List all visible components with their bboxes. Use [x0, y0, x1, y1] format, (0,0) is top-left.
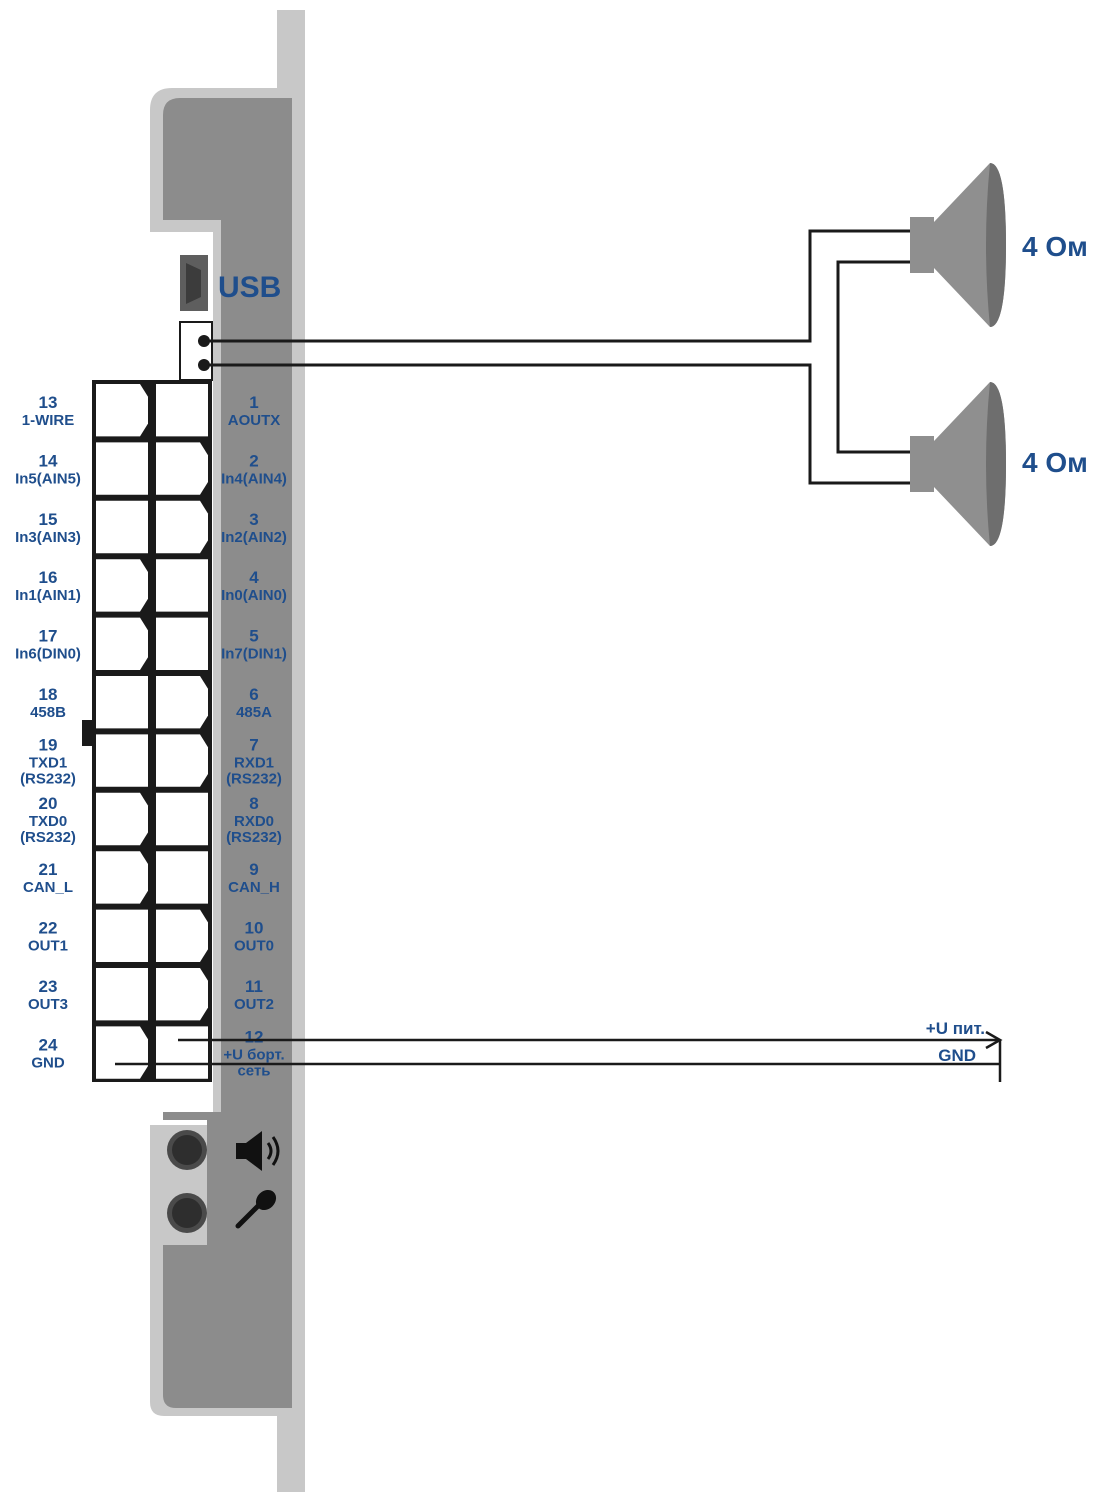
- terminal-cell-left-13[interactable]: [96, 384, 148, 437]
- pin-number-18: 18: [39, 685, 58, 704]
- terminal-cell-right-7[interactable]: [156, 734, 208, 787]
- speaker-1-impedance: 4 Ом: [1022, 231, 1088, 262]
- speaker-output-jack: [179, 321, 213, 381]
- terminal-cell-left-24[interactable]: [96, 1026, 148, 1079]
- pin-number-17: 17: [39, 627, 58, 646]
- terminal-cell-right-4[interactable]: [156, 559, 208, 612]
- usb-label: USB: [218, 271, 281, 304]
- pin-number-13: 13: [39, 393, 58, 412]
- terminal-cell-right-11[interactable]: [156, 968, 208, 1021]
- pin-label-16: In1(AIN1): [15, 587, 81, 604]
- power-plus-label: +U пит.: [926, 1019, 985, 1038]
- terminal-cell-left-18[interactable]: [96, 676, 148, 729]
- pin-label-18: 458B: [30, 704, 66, 721]
- terminal-cell-left-21[interactable]: [96, 851, 148, 904]
- terminal-cell-right-9[interactable]: [156, 851, 208, 904]
- microphone-icon: [235, 1189, 277, 1229]
- pin-number-14: 14: [39, 451, 58, 470]
- terminal-cell-right-10[interactable]: [156, 909, 208, 962]
- pin-label-3: In2(AIN2): [221, 529, 287, 546]
- speaker-2-impedance: 4 Ом: [1022, 447, 1088, 478]
- pin-label-17: In6(DIN0): [15, 646, 81, 663]
- pin-number-24: 24: [39, 1035, 58, 1054]
- pin-number-15: 15: [39, 510, 58, 529]
- pin-label-10: OUT0: [234, 938, 274, 955]
- pin-label-8-line2: (RS232): [226, 829, 282, 846]
- speaker-2: [910, 382, 1006, 546]
- terminal-cell-right-5[interactable]: [156, 617, 208, 670]
- audio-out-jack[interactable]: [167, 1130, 207, 1170]
- pin-number-6: 6: [249, 685, 258, 704]
- mic-in-jack[interactable]: [167, 1193, 207, 1233]
- terminal-cell-left-22[interactable]: [96, 909, 148, 962]
- pin-number-7: 7: [249, 735, 258, 754]
- pin-label-19-line2: (RS232): [20, 770, 76, 787]
- pin-label-19: TXD1: [29, 754, 67, 771]
- pin-label-14: In5(AIN5): [15, 470, 81, 487]
- pin-number-5: 5: [249, 627, 258, 646]
- terminal-cell-left-14[interactable]: [96, 442, 148, 495]
- pin-number-3: 3: [249, 510, 258, 529]
- terminal-cell-left-19[interactable]: [96, 734, 148, 787]
- pin-label-24: GND: [31, 1054, 65, 1071]
- terminal-cell-left-16[interactable]: [96, 559, 148, 612]
- pin-number-21: 21: [39, 860, 58, 879]
- terminal-cell-left-17[interactable]: [96, 617, 148, 670]
- speaker-wiring: [204, 229, 914, 485]
- pin-number-1: 1: [249, 393, 258, 412]
- pin-number-16: 16: [39, 568, 58, 587]
- pin-number-20: 20: [39, 794, 58, 813]
- speaker-icon: [236, 1131, 280, 1171]
- pin-label-2: In4(AIN4): [221, 470, 287, 487]
- pin-label-9: CAN_H: [228, 879, 280, 896]
- pin-number-10: 10: [245, 919, 264, 938]
- pin-label-12: +U борт.: [223, 1046, 284, 1063]
- pin-number-8: 8: [249, 794, 258, 813]
- pin-label-8: RXD0: [234, 813, 274, 830]
- pin-number-4: 4: [249, 568, 259, 587]
- pin-label-7-line2: (RS232): [226, 770, 282, 787]
- pin-label-21: CAN_L: [23, 879, 73, 896]
- terminal-cell-left-15[interactable]: [96, 500, 148, 554]
- device-housing: [150, 88, 292, 1416]
- pin-label-20-line2: (RS232): [20, 829, 76, 846]
- pin-number-22: 22: [39, 919, 58, 938]
- speaker-1: [910, 163, 1006, 327]
- terminal-cell-right-2[interactable]: [156, 442, 208, 495]
- power-wiring: [115, 1030, 1003, 1082]
- pin-number-11: 11: [245, 977, 263, 996]
- terminal-cell-right-8[interactable]: [156, 792, 208, 846]
- pin-label-15: In3(AIN3): [15, 529, 81, 546]
- pin-label-5: In7(DIN1): [221, 646, 287, 663]
- pin-label-13: 1-WIRE: [22, 412, 75, 429]
- pin-label-22: OUT1: [28, 938, 68, 955]
- terminal-cell-right-12[interactable]: [156, 1026, 208, 1079]
- pin-number-19: 19: [39, 735, 58, 754]
- pin-label-6: 485A: [236, 704, 272, 721]
- pin-number-9: 9: [249, 860, 258, 879]
- pin-number-12: 12: [245, 1027, 264, 1046]
- terminal-block: [82, 380, 212, 1082]
- terminal-cell-left-23[interactable]: [96, 968, 148, 1021]
- pin-label-12-line2: сеть: [237, 1062, 270, 1079]
- terminal-cell-right-6[interactable]: [156, 676, 208, 729]
- terminal-cell-right-1[interactable]: [156, 384, 208, 437]
- pin-number-2: 2: [249, 451, 258, 470]
- pin-label-7: RXD1: [234, 754, 274, 771]
- pin-label-4: In0(AIN0): [221, 587, 287, 604]
- pin-label-11: OUT2: [234, 996, 274, 1013]
- pin-label-1: AOUTX: [228, 412, 281, 429]
- terminal-cell-left-20[interactable]: [96, 792, 148, 846]
- usb-port[interactable]: [180, 255, 208, 311]
- terminal-cell-right-3[interactable]: [156, 500, 208, 554]
- pin-label-23: OUT3: [28, 996, 68, 1013]
- pin-label-20: TXD0: [29, 813, 67, 830]
- pin-number-23: 23: [39, 977, 58, 996]
- power-gnd-label: GND: [938, 1046, 976, 1065]
